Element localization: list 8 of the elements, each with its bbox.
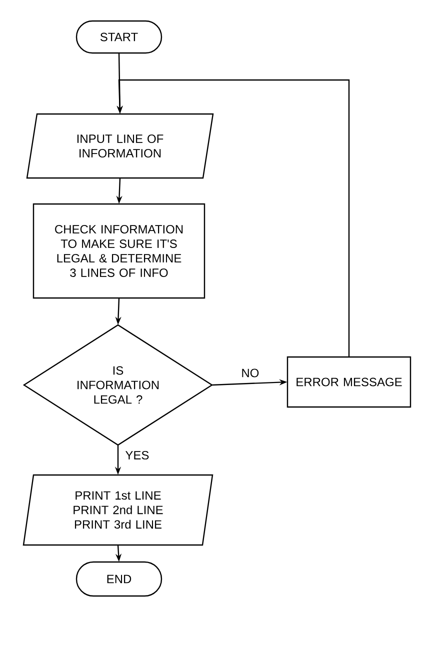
- edge-label: NO: [242, 368, 259, 378]
- edge-label: YES: [125, 450, 149, 460]
- terminal-box: START: [76, 20, 162, 54]
- io-parallelogram: INPUT LINE OF INFORMATION: [26, 113, 214, 179]
- process-box: ERROR MESSAGE: [286, 356, 412, 408]
- process-box: CHECK INFORMATION TO MAKE SURE IT'S LEGAL & DETERMINE 3 LINES OF INFO: [32, 203, 206, 299]
- io-parallelogram: PRINT 1st LINE PRINT 2nd LINE PRINT 3rd LINE: [22, 474, 214, 546]
- terminal-box: END: [76, 561, 162, 597]
